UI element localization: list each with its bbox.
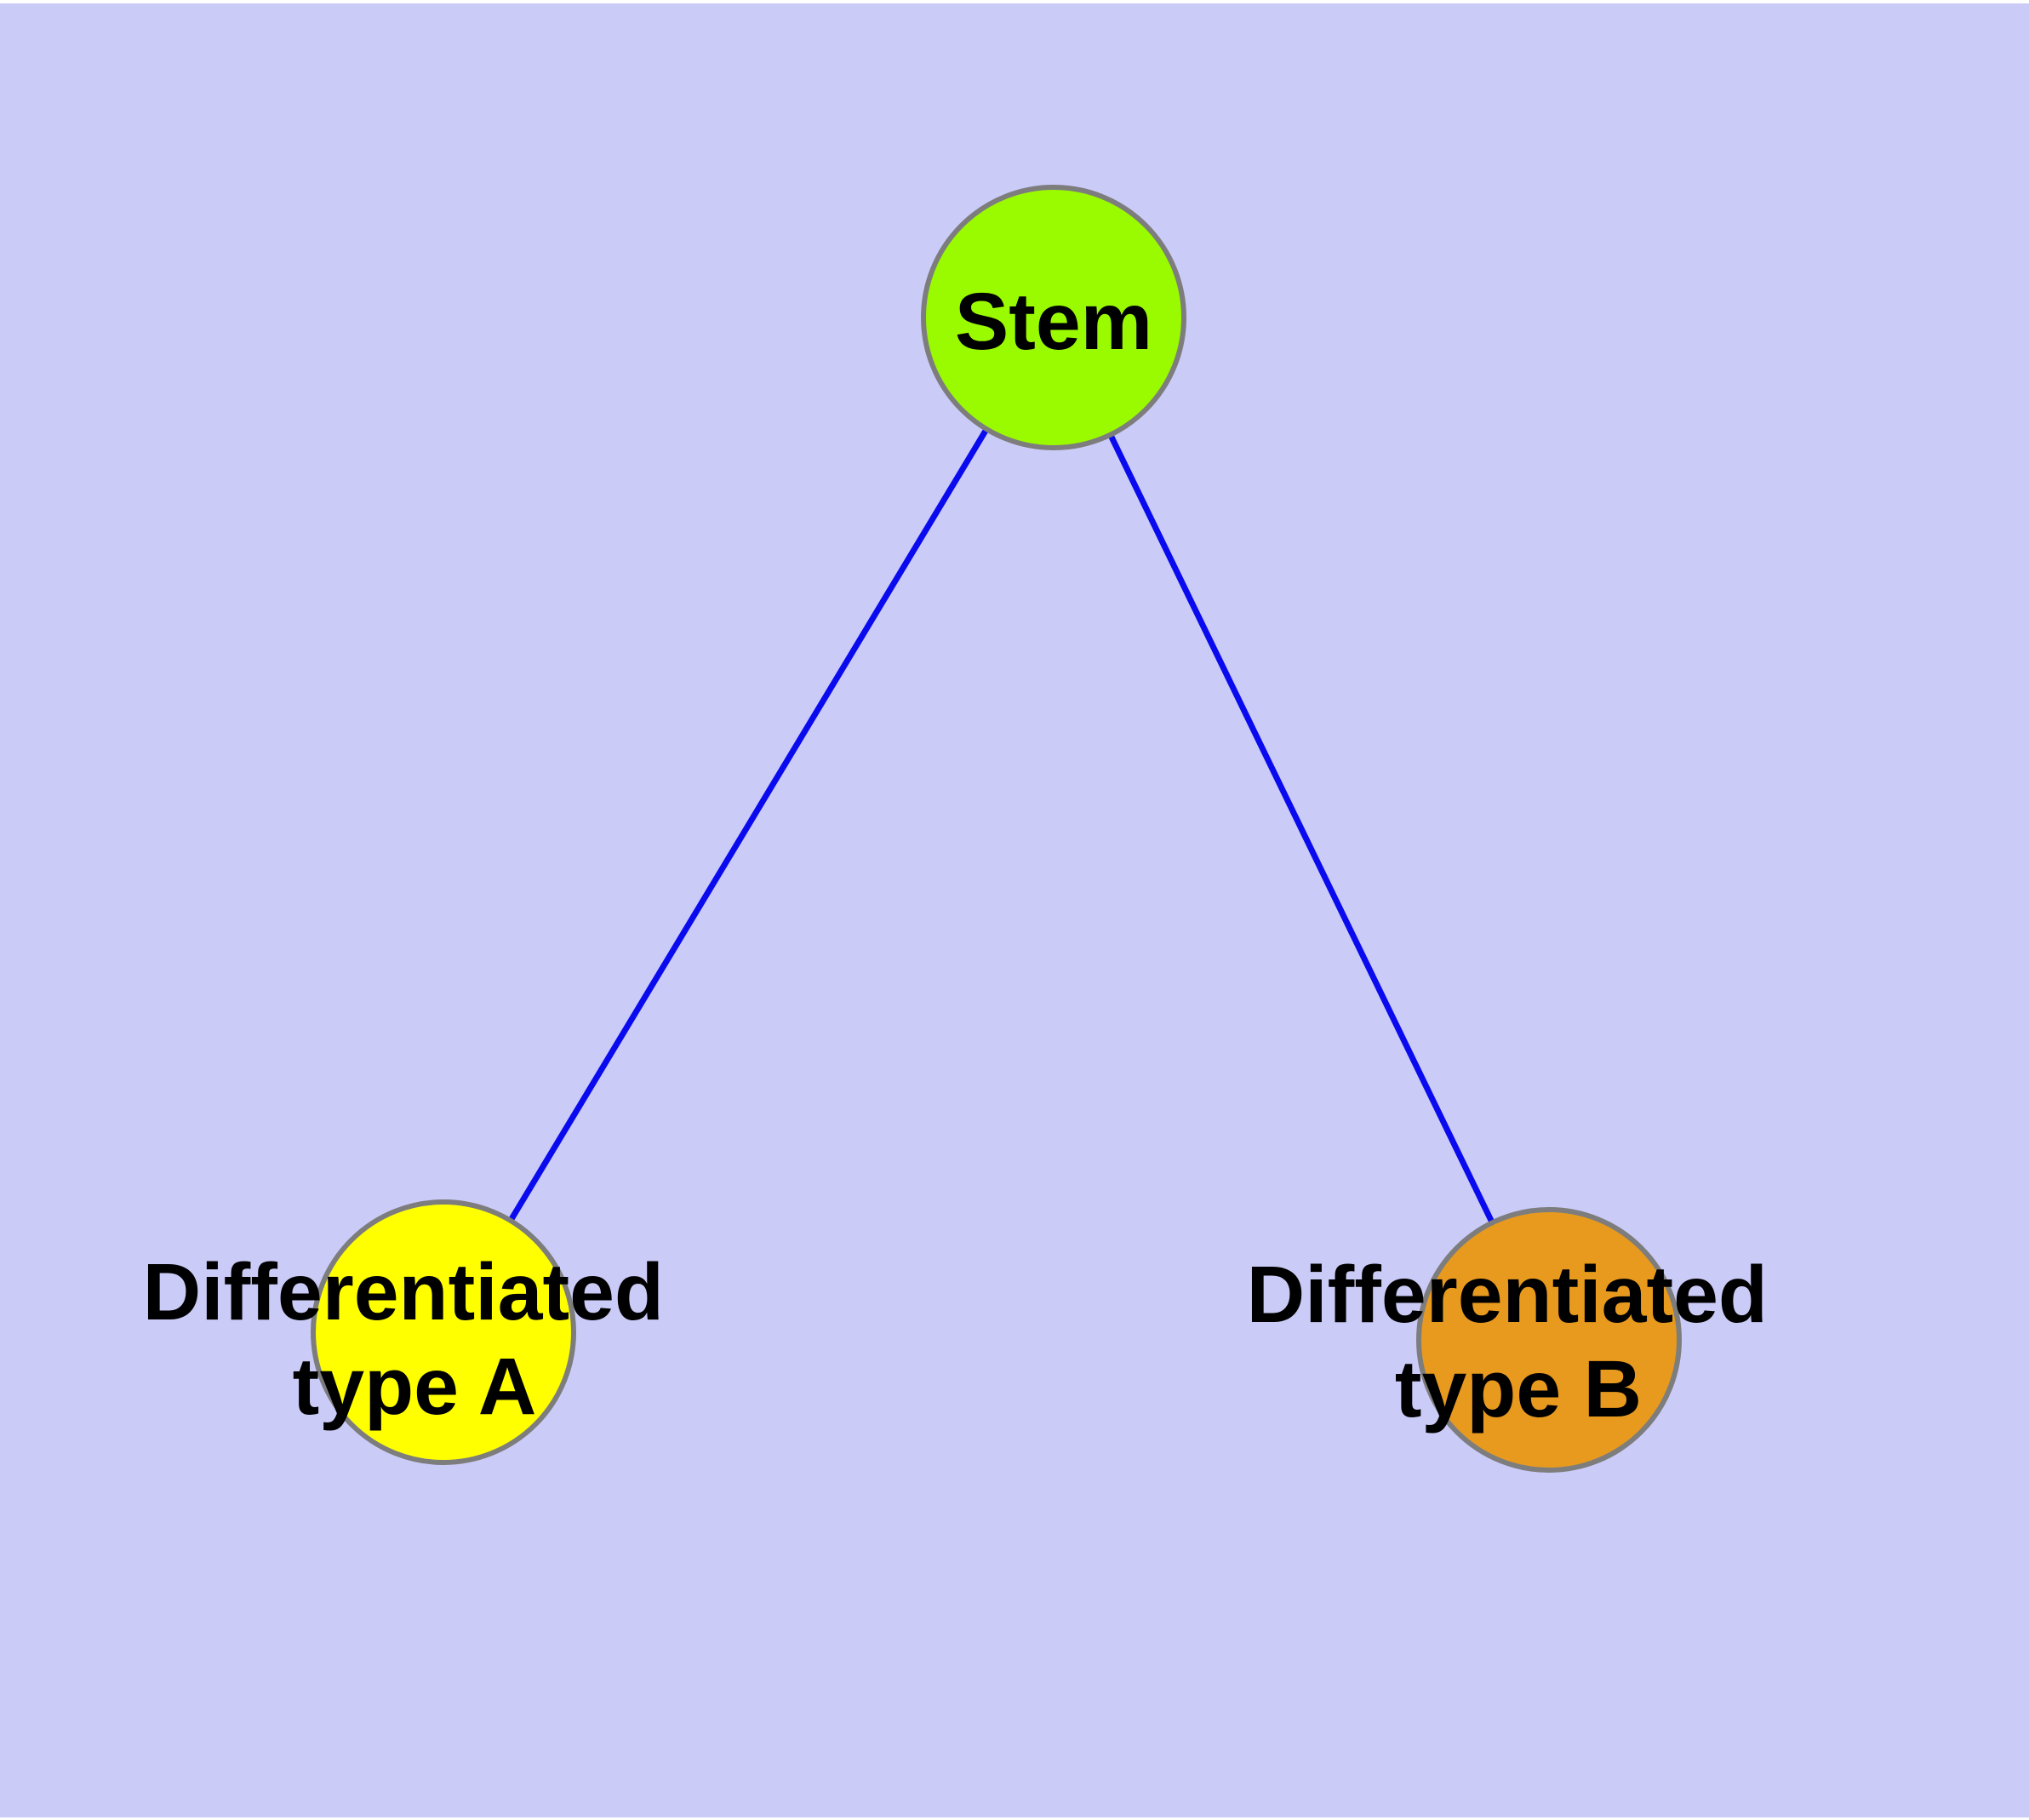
differentiated-type-b-label: Differentiated type B xyxy=(1247,1250,1791,1434)
edge-stem-to-type-a xyxy=(441,316,1056,1334)
edge-stem-to-type-b xyxy=(1050,316,1552,1342)
type-a-label-line-1: Differentiated xyxy=(143,1247,664,1337)
differentiated-type-a-label: Differentiated type A xyxy=(143,1247,687,1432)
stem-node xyxy=(921,185,1186,450)
type-b-label-line-1: Differentiated xyxy=(1247,1250,1768,1340)
type-b-label-line-2: type B xyxy=(1395,1344,1642,1434)
differentiated-type-a-node xyxy=(311,1199,576,1465)
differentiated-type-b-node xyxy=(1416,1207,1682,1473)
stem-node-label: Stem xyxy=(955,277,1152,367)
type-a-label-line-2: type A xyxy=(293,1342,537,1432)
